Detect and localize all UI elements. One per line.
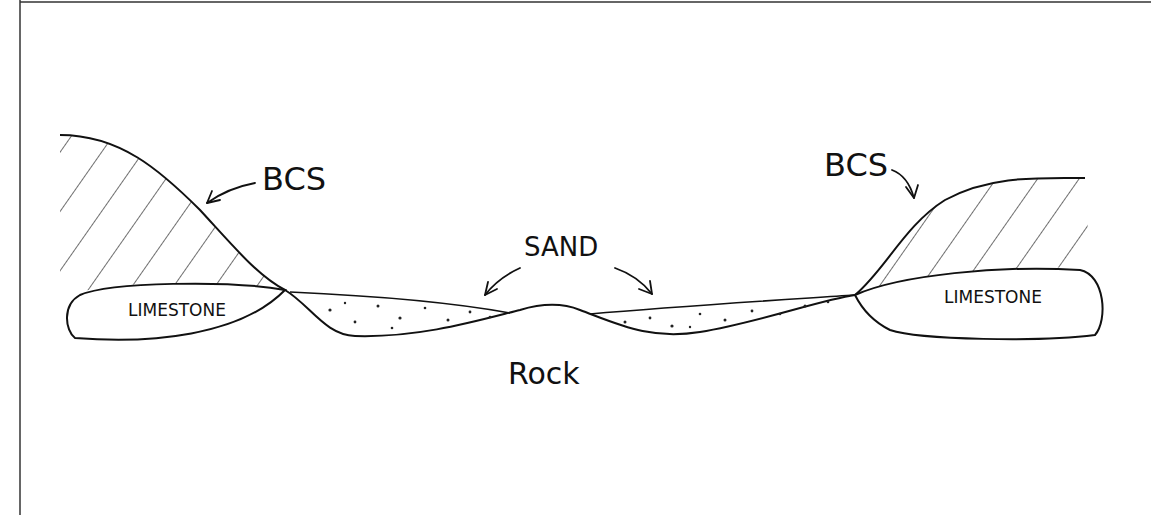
limestone-lens: LIMESTONE [62, 278, 292, 348]
leader-line [207, 183, 255, 203]
leader-line [485, 268, 520, 295]
rock-unit-label: LIMESTONE [862, 287, 1124, 307]
unit-label: Rock [508, 356, 580, 392]
bcs-hatch [60, 135, 285, 300]
arrow-head [207, 191, 220, 203]
limestone-lens: LIMESTONE [850, 262, 1112, 346]
arrow-head [639, 281, 652, 294]
arrow-head [906, 185, 918, 198]
sand-surface [290, 292, 510, 313]
ground-surface [60, 135, 285, 290]
sand-surface [590, 295, 855, 314]
frame-line [20, 1, 1151, 3]
arrow-head [485, 282, 497, 295]
rock-surface [285, 290, 855, 336]
frame-line [19, 0, 21, 515]
sand-dots [328, 301, 829, 330]
callout-label: BCS [262, 160, 326, 198]
callout-label: BCS [824, 146, 888, 184]
leader-line [615, 268, 652, 294]
callout-label: SAND [524, 232, 598, 263]
rock-unit-label: LIMESTONE [62, 300, 292, 320]
